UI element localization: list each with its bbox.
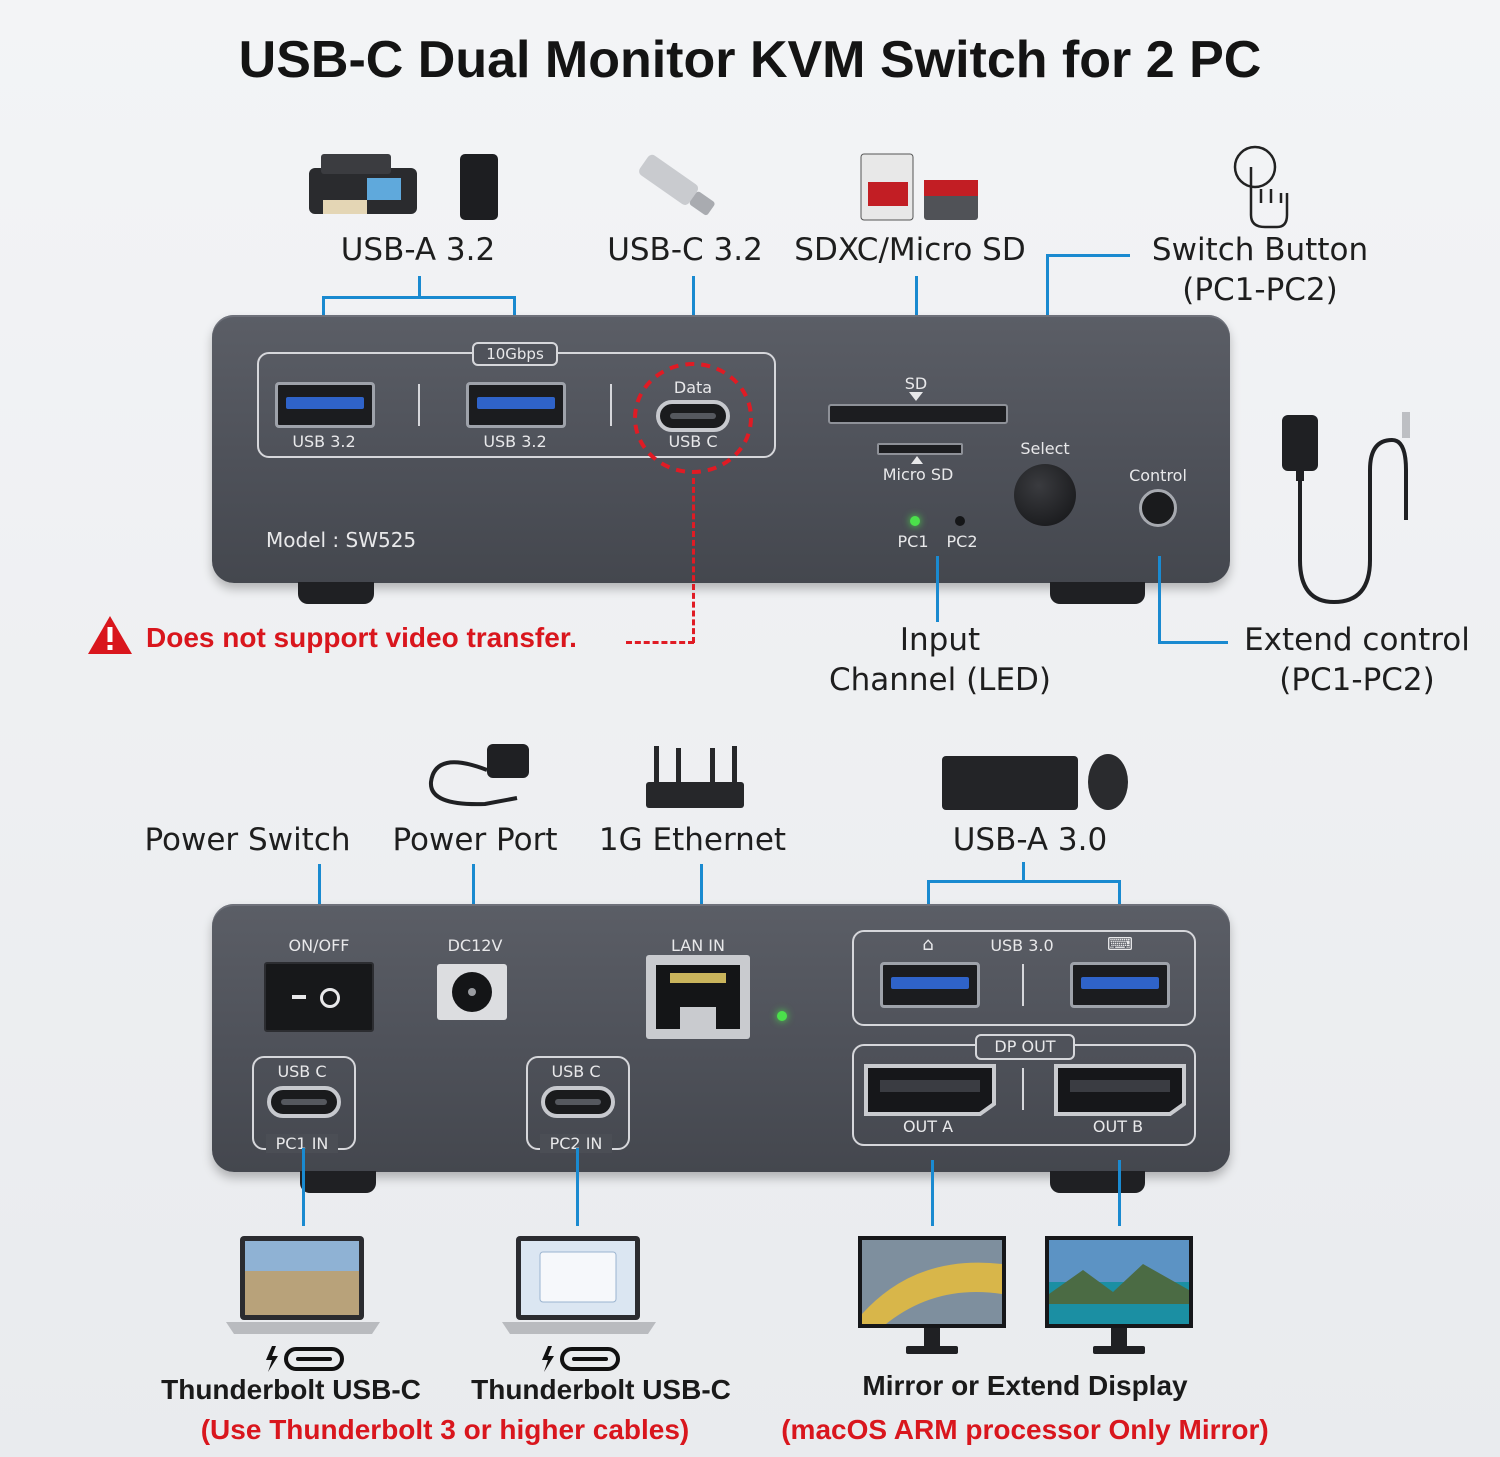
power-port[interactable] xyxy=(437,964,507,1020)
control-label: Control xyxy=(1129,466,1187,485)
hand-press-icon xyxy=(1233,145,1289,229)
pc1-led-label: PC1 xyxy=(897,532,929,551)
power-switch-label: Power Switch xyxy=(144,822,351,858)
extend-control-cable-icon xyxy=(1282,412,1410,605)
lan-label: LAN IN xyxy=(671,936,725,955)
out-b-label: OUT B xyxy=(1092,1117,1144,1136)
pc1-usbc-port[interactable] xyxy=(267,1086,341,1118)
page-title: USB-C Dual Monitor KVM Switch for 2 PC xyxy=(238,31,1262,89)
usb-stick-icon xyxy=(639,154,715,216)
warning-text: Does not support video transfer. xyxy=(146,622,577,653)
sd-label: SDXC/Micro SD xyxy=(794,232,1026,268)
keyboard-icon: ⌨ xyxy=(1107,934,1133,955)
usb30-port-mouse[interactable] xyxy=(880,962,980,1008)
front-panel xyxy=(212,315,1230,583)
usb-c-label: USB-C 3.2 xyxy=(607,232,763,268)
thunderbolt-icon-1 xyxy=(266,1346,344,1372)
usb30-port-group xyxy=(852,930,1196,1026)
usb-c-data-port[interactable] xyxy=(656,400,730,432)
laptop-1-icon xyxy=(226,1236,380,1334)
data-label: Data xyxy=(673,378,713,397)
ethernet-port[interactable] xyxy=(646,955,750,1039)
extend-control-sublabel: (PC1-PC2) xyxy=(1279,662,1435,698)
printer-icon xyxy=(309,154,417,214)
usb-a30-label: USB-A 3.0 xyxy=(952,822,1108,858)
power-adapter-icon xyxy=(428,744,529,807)
pc2-in-label: PC2 IN xyxy=(540,1134,612,1153)
display-label: Mirror or Extend Display xyxy=(862,1370,1188,1401)
usb-a-port-2[interactable] xyxy=(466,382,566,428)
router-icon xyxy=(646,746,744,808)
hard-drive-icon xyxy=(460,154,498,220)
lan-led xyxy=(777,1011,787,1021)
pc1-led xyxy=(910,516,920,526)
select-button[interactable] xyxy=(1014,464,1076,526)
thunderbolt-icon-2 xyxy=(542,1346,620,1372)
warning-icon xyxy=(88,616,132,654)
pc2-led-label: PC2 xyxy=(946,532,978,551)
micro-sd-label: Micro SD xyxy=(882,465,954,484)
pc2-usbc-label: USB C xyxy=(551,1062,601,1081)
dp-port-b[interactable] xyxy=(1052,1062,1188,1118)
usb-c-port-label: USB C xyxy=(668,432,718,451)
laptop-2-icon xyxy=(502,1236,656,1334)
ethernet-label: 1G Ethernet xyxy=(598,822,787,858)
out-a-label: OUT A xyxy=(902,1117,954,1136)
switch-button-label: Switch Button xyxy=(1151,232,1369,268)
power-switch[interactable] xyxy=(264,962,374,1032)
pc2-led xyxy=(955,516,965,526)
sd-card-icon xyxy=(860,153,978,221)
usb30-port-keyboard[interactable] xyxy=(1070,962,1170,1008)
control-jack[interactable] xyxy=(1139,489,1177,527)
sd-slot-label: SD xyxy=(904,374,928,393)
select-label: Select xyxy=(1020,439,1070,458)
dp-out-label: DP OUT xyxy=(975,1034,1075,1060)
extend-control-label: Extend control xyxy=(1244,622,1470,658)
model-label: Model : SW525 xyxy=(266,528,417,552)
pc1-in-label: PC1 IN xyxy=(266,1134,338,1153)
display-note: (macOS ARM processor Only Mirror) xyxy=(781,1414,1269,1445)
pc2-usbc-port[interactable] xyxy=(541,1086,615,1118)
thunderbolt-note: (Use Thunderbolt 3 or higher cables) xyxy=(200,1414,690,1445)
usb-a-port-1-label: USB 3.2 xyxy=(292,432,356,451)
sd-card-slot[interactable] xyxy=(828,404,1008,424)
switch-button-sublabel: (PC1-PC2) xyxy=(1182,272,1338,308)
input-channel-sublabel: Channel (LED) xyxy=(828,662,1052,698)
monitor-a-icon xyxy=(858,1236,1006,1354)
speed-badge: 10Gbps xyxy=(472,342,558,366)
onoff-label: ON/OFF xyxy=(288,936,350,955)
thunderbolt-2-label: Thunderbolt USB-C xyxy=(471,1374,731,1405)
pc1-usbc-label: USB C xyxy=(277,1062,327,1081)
mouse-icon: ⌂ xyxy=(922,934,934,955)
usb-a-port-2-label: USB 3.2 xyxy=(483,432,547,451)
thunderbolt-1-label: Thunderbolt USB-C xyxy=(161,1374,421,1405)
input-channel-label: Input xyxy=(899,622,981,658)
micro-sd-slot[interactable] xyxy=(877,443,963,455)
power-port-label: Power Port xyxy=(392,822,558,858)
dc12v-label: DC12V xyxy=(447,936,503,955)
monitor-b-icon xyxy=(1045,1236,1193,1354)
highlight-circle xyxy=(633,362,753,474)
dp-port-a[interactable] xyxy=(862,1062,998,1118)
usb-a-port-1[interactable] xyxy=(275,382,375,428)
usb30-label: USB 3.0 xyxy=(990,936,1054,955)
usb-a-label: USB-A 3.2 xyxy=(340,232,496,268)
keyboard-mouse-icon xyxy=(942,754,1128,810)
